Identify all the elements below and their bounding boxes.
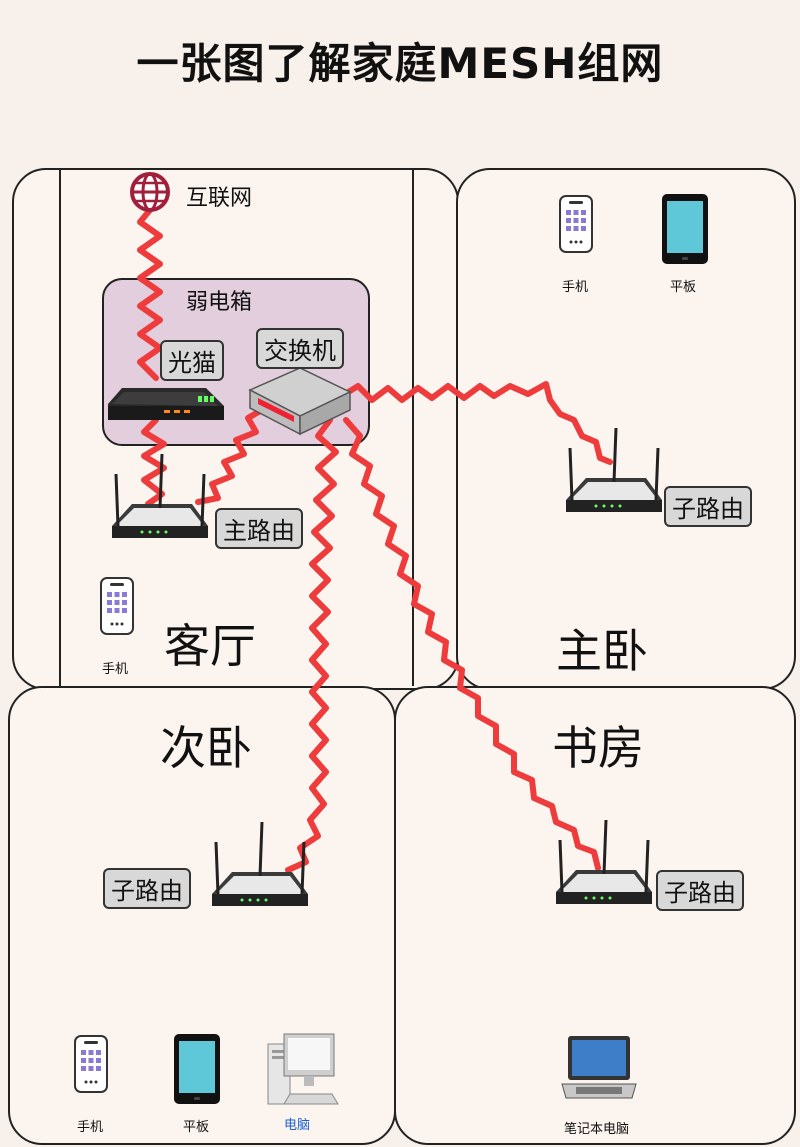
sub-router-master-label: 子路由 <box>664 486 752 527</box>
link-internet-modem <box>137 207 163 381</box>
switch-label: 交换机 <box>256 328 344 369</box>
room-label-study: 书房 <box>552 721 644 775</box>
sub-router-study-label: 子路由 <box>656 870 744 911</box>
link-switch-router <box>195 407 265 505</box>
desktop-pc-icon <box>267 1033 339 1105</box>
study-laptop-label: 笔记本电脑 <box>564 1122 630 1137</box>
modem-label: 光猫 <box>160 340 224 381</box>
master-tablet-icon <box>662 194 708 264</box>
sub-router-second-label: 子路由 <box>103 868 191 909</box>
main-router-label: 主路由 <box>215 508 303 549</box>
second-phone-icon <box>74 1035 108 1093</box>
room-label-second: 次卧 <box>160 721 252 775</box>
master-tablet-label: 平板 <box>670 280 697 295</box>
room-label-master: 主卧 <box>556 624 648 678</box>
sub-router-master-icon <box>564 426 664 514</box>
modem-icon <box>108 388 224 420</box>
switch-icon <box>248 367 352 436</box>
second-pc-label: 电脑 <box>284 1118 311 1133</box>
second-tablet-label: 平板 <box>183 1120 210 1135</box>
weak-box-label: 弱电箱 <box>186 290 253 315</box>
globe-icon <box>130 172 170 212</box>
living-phone-icon <box>100 577 134 635</box>
living-phone-label: 手机 <box>102 662 129 677</box>
master-phone-icon <box>559 195 593 253</box>
link-switch-master <box>339 381 613 465</box>
sub-router-second-icon <box>210 820 310 908</box>
second-tablet-icon <box>174 1034 220 1104</box>
laptop-icon <box>561 1036 637 1099</box>
room-label-living: 客厅 <box>164 619 256 673</box>
page-title: 一张图了解家庭MESH组网 <box>136 39 664 88</box>
sub-router-study-icon <box>554 818 654 906</box>
master-phone-label: 手机 <box>562 280 589 295</box>
second-phone-label: 手机 <box>77 1120 104 1135</box>
link-modem-router <box>141 417 167 507</box>
link-switch-study <box>343 417 601 871</box>
internet-label: 互联网 <box>186 186 253 211</box>
link-switch-second <box>285 417 339 873</box>
